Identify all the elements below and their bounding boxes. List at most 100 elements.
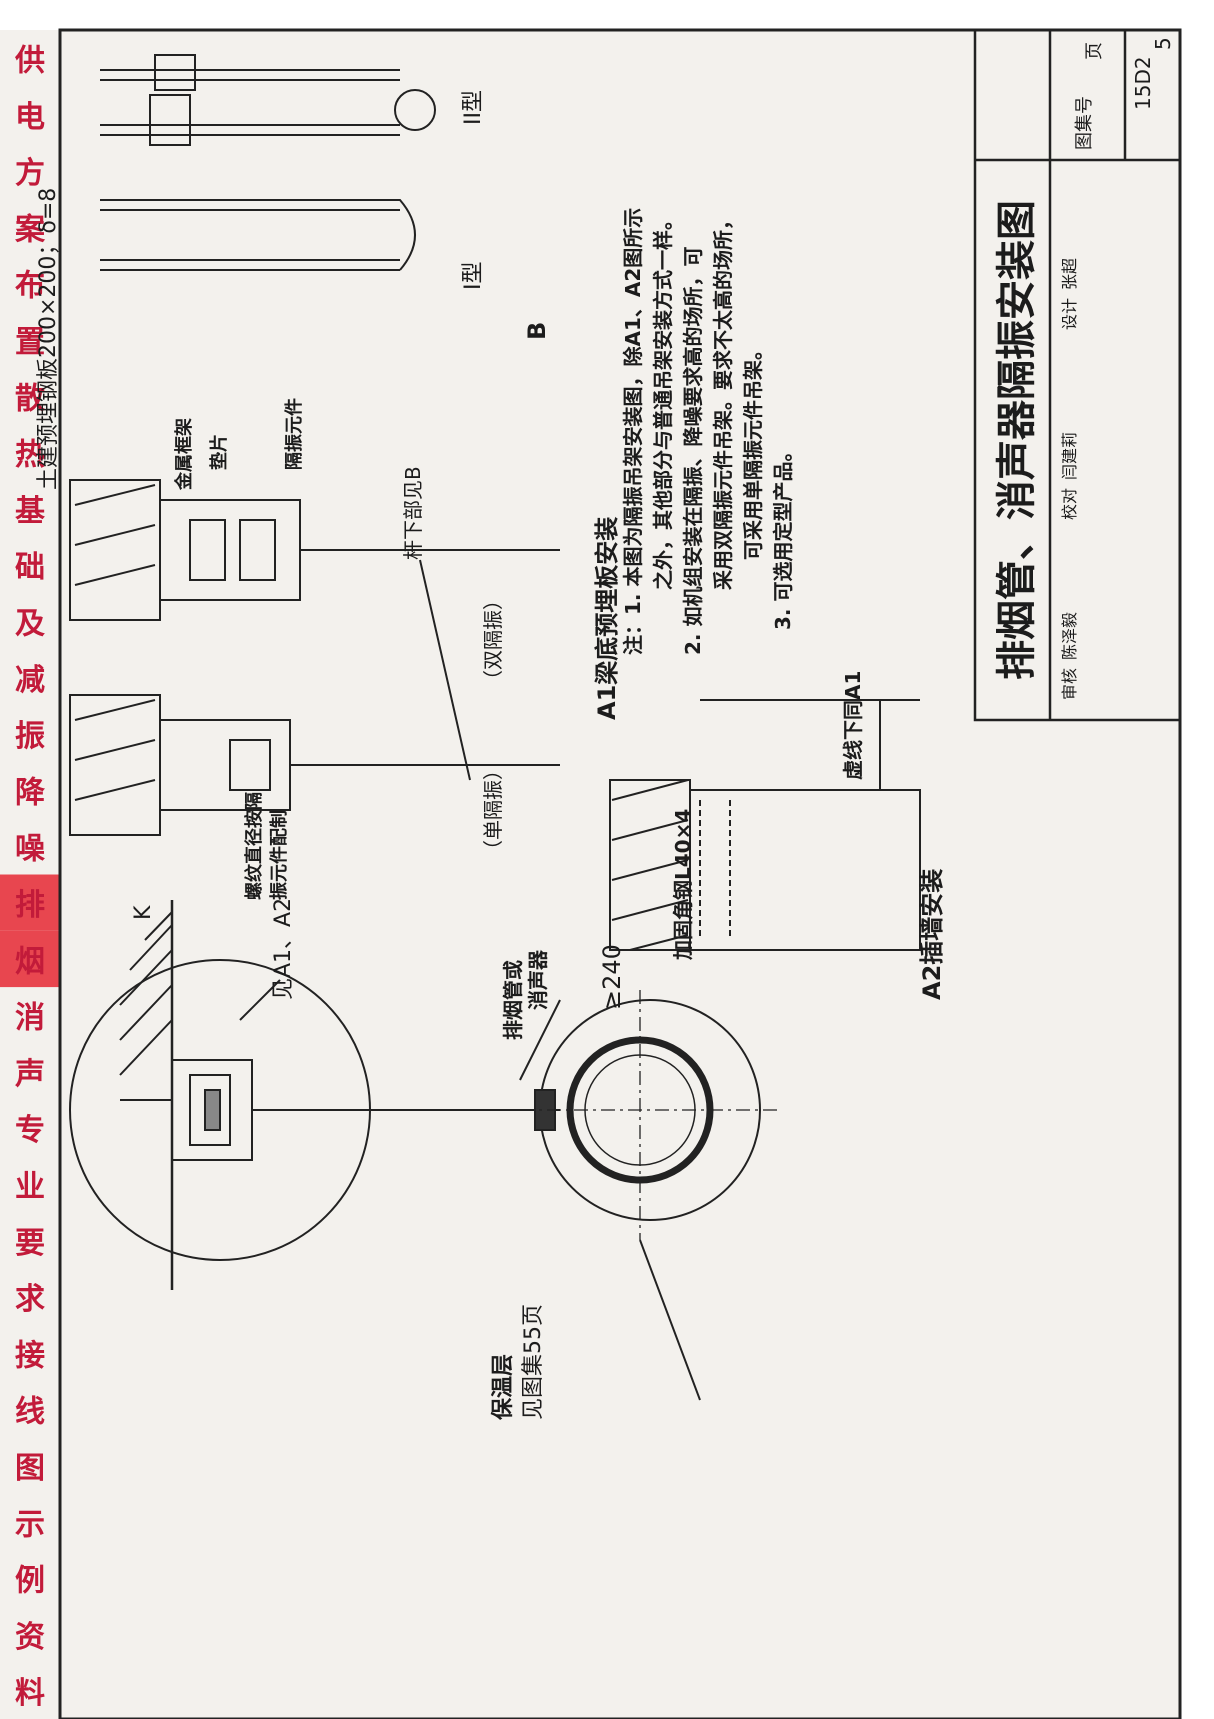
drawing-border (58, 28, 1182, 1719)
label-isolator: 隔振元件 (283, 398, 305, 470)
sidebar-char[interactable]: 及 (15, 607, 45, 642)
sidebar-char[interactable]: 例 (15, 1564, 45, 1599)
label-muffler: 消声器 (526, 949, 550, 1010)
sidebar-char[interactable]: 降 (15, 775, 46, 810)
sidebar-char[interactable]: 烟 (15, 944, 45, 979)
atlas-no: 15D2 (1131, 56, 1155, 110)
label-insulation: 保温层 (491, 1354, 516, 1421)
top-margin (0, 0, 1214, 30)
label-type2: II型 (461, 90, 486, 125)
atlas-no-label: 图集号 (1074, 96, 1095, 150)
sidebar-char[interactable]: 要 (15, 1226, 45, 1261)
label-embed-plate: 土建预埋钢板200×200；δ=8 (36, 188, 61, 490)
coupling-2 (154, 54, 196, 91)
sidebar-char[interactable]: 布 (15, 269, 45, 304)
drawing-title: 排烟管、消声器隔振安装图 (994, 200, 1040, 680)
label-k: K (131, 905, 156, 920)
sidebar-char[interactable]: 示 (15, 1507, 45, 1542)
sidebar-char[interactable]: 排 (15, 888, 45, 923)
sidebar-char[interactable]: 专 (15, 1113, 45, 1148)
page-no: 5 (1151, 37, 1175, 50)
note-3: 3. 可选用定型产品。 (771, 442, 795, 630)
a2-wall-detail (609, 699, 921, 951)
label-angle-steel: 加固角钢L40×4 (671, 809, 695, 961)
sidebar-char[interactable]: 业 (15, 1170, 45, 1205)
label-dashed-note: 虚线下同A1 (841, 671, 865, 780)
sidebar-char[interactable]: 线 (15, 1395, 45, 1430)
label-exhaust-pipe: 排烟管或 (501, 960, 525, 1040)
sidebar-char[interactable]: 置 (15, 325, 45, 360)
title-b: B (523, 322, 551, 340)
sidebar-char[interactable]: 接 (15, 1338, 45, 1373)
label-double: （双隔振） (481, 590, 505, 690)
isolator-single (229, 739, 271, 791)
coupling-1 (149, 94, 191, 146)
beam-hatch-single (74, 699, 156, 801)
hook-eye (394, 89, 436, 131)
label-see-a1a2: 见A1、A2 (271, 898, 296, 1000)
sidebar-char[interactable]: 求 (15, 1282, 45, 1317)
label-single: （单隔振） (481, 760, 505, 860)
page-label: 页 (1084, 42, 1105, 60)
note-2c: 可采用单隔振元件吊架。 (741, 340, 765, 560)
label-thread-dia-1: 螺纹直径按隔 (243, 792, 265, 900)
text-layer: 保温层见图集55页 见A1、A2 排烟管或消声器 加固角钢L40×4 螺纹直径按隔振元件… (36, 37, 1175, 1421)
label-washer: 垫片 (208, 434, 230, 470)
design-label: 设计 (1060, 298, 1079, 330)
sidebar-char[interactable]: 资 (15, 1620, 45, 1655)
sidebar-char[interactable]: 供 (14, 44, 45, 79)
title-block-border (973, 28, 1182, 722)
label-thread-dia-2: 振元件配制 (268, 810, 290, 900)
title-a2: A2插墙安装 (918, 869, 946, 1000)
label-metal-frame: 金属框架 (173, 418, 195, 491)
isolator-body (189, 1074, 231, 1146)
label-insulation-ref: 见图集55页 (521, 1304, 546, 1420)
detail-circle-view (69, 900, 780, 1401)
sidebar-char[interactable]: 料 (15, 1676, 45, 1711)
leader-insulation (639, 1239, 701, 1401)
checker-name: 闫建莉 (1060, 432, 1079, 480)
check-label: 校对 (1060, 488, 1079, 520)
note-1a: 注：1. 本图为隔振吊架安装图，除A1、A2图所示 (621, 208, 645, 655)
sidebar-char[interactable]: 案 (15, 212, 46, 247)
sidebar-char[interactable]: 声 (15, 1057, 45, 1092)
wall-hatch (119, 911, 173, 1076)
leader-see-a1a2 (239, 979, 281, 1021)
sidebar-char[interactable]: 噪 (15, 832, 45, 867)
b-rod-detail (100, 54, 436, 271)
note-2b: 采用双隔振元件吊架。要求不太高的场所， (711, 210, 735, 590)
isolator-double-1 (189, 519, 226, 581)
wall-hatch-a2 (611, 779, 689, 951)
reviewer-name: 陈泽毅 (1060, 612, 1079, 660)
review-label: 审核 (1060, 668, 1079, 700)
sidebar-char[interactable]: 消 (15, 1001, 45, 1036)
label-ge240: ≥240 (598, 944, 626, 1010)
a1-beam-detail (69, 479, 560, 836)
leader-pipe (519, 999, 561, 1081)
sidebar-active-cell (0, 874, 60, 931)
sidebar-active-cell (0, 930, 60, 988)
sidebar-char[interactable]: 础 (15, 550, 45, 585)
sidebar-char[interactable]: 减 (15, 663, 45, 698)
sidebar-char[interactable]: 散 (15, 381, 45, 416)
designer-name: 张超 (1060, 258, 1079, 290)
label-type1: I型 (461, 262, 486, 291)
sidebar-char[interactable]: 电 (15, 100, 45, 135)
beam-hatch-double (74, 484, 156, 586)
sidebar-char[interactable]: 方 (15, 156, 45, 191)
wall-concrete (689, 789, 921, 951)
leader-rod-lower (419, 559, 471, 781)
sidebar-char[interactable]: 振 (15, 719, 45, 754)
sidebar-char[interactable]: 热 (15, 438, 45, 473)
note-2a: 2. 如机组安装在隔振、降噪要求高的场所，可 (681, 247, 705, 655)
title-block-frame (973, 28, 1182, 722)
isolator-double-2 (239, 519, 276, 581)
title-a1: A1梁底预埋板安装 (593, 517, 621, 720)
sidebar-char[interactable]: 基 (15, 494, 45, 529)
sidebar-char[interactable]: 图 (15, 1451, 45, 1486)
isolator-core (204, 1089, 221, 1131)
